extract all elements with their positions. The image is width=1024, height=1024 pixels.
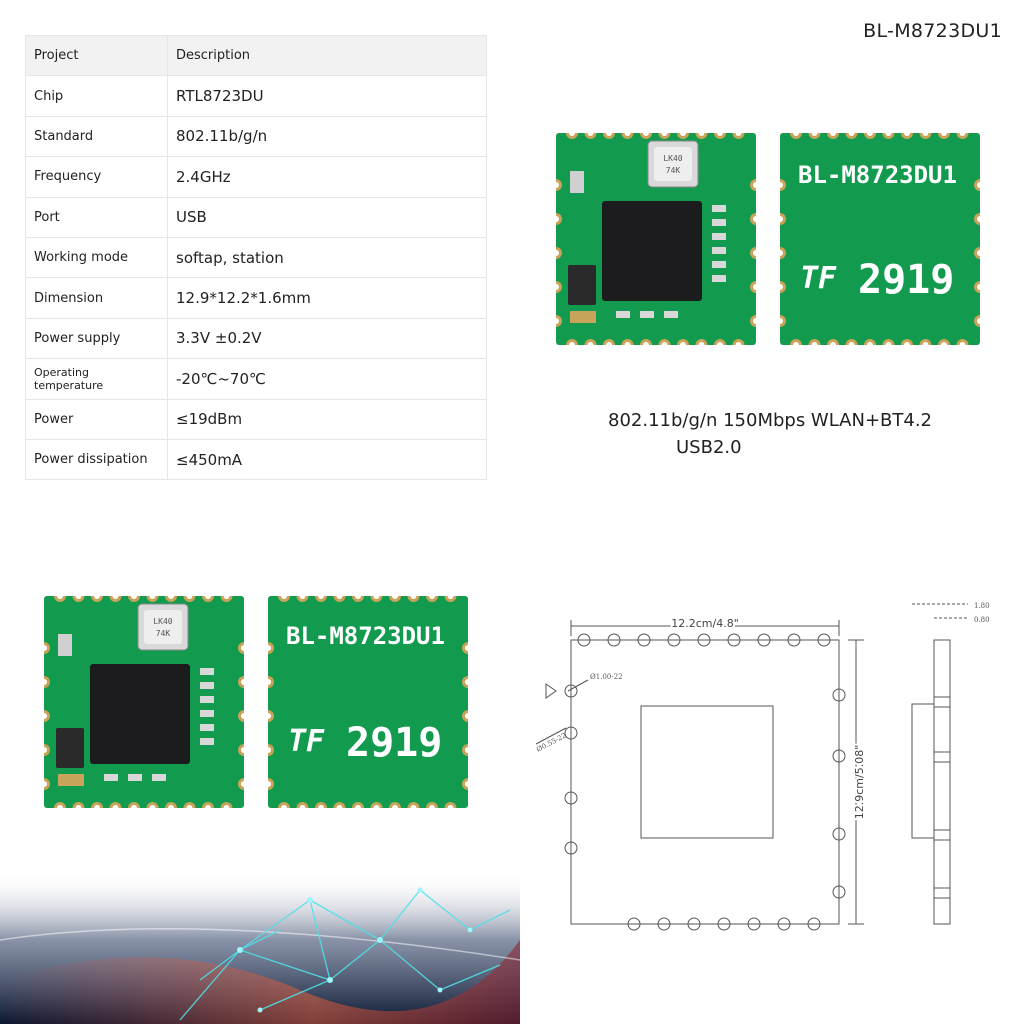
red-wave [0, 940, 520, 1024]
edge-pads [556, 133, 756, 345]
thickness-label-2: 0.80 [974, 616, 990, 624]
module-front-photo: LK40 74K [556, 133, 756, 345]
caption-line-2: USB2.0 [676, 437, 742, 458]
crystal-marking-1: LK40 [663, 154, 682, 163]
pcb-board [268, 596, 468, 808]
row-value: 3.3V ±0.2V [167, 318, 487, 360]
edge-pads [268, 596, 468, 808]
thickness-label-1: 1.80 [974, 602, 990, 610]
pad-label-2: Ø0.55-22 [535, 731, 568, 753]
pcb-board [780, 133, 980, 345]
row-value: RTL8723DU [167, 75, 487, 117]
row-label: Dimension [25, 277, 168, 319]
silkscreen-code: 2919 [858, 257, 954, 303]
rtl-chip [90, 664, 190, 764]
crystal-top [654, 147, 692, 181]
module-front-photo-large: LK40 74K [44, 596, 244, 808]
tf-logo: TF [800, 261, 837, 296]
row-value: ≤19dBm [167, 399, 487, 440]
smd-part [58, 774, 84, 786]
network-nodes [237, 887, 473, 1013]
silkscreen-model: BL-M8723DU1 [798, 161, 957, 189]
row-value: USB [167, 197, 487, 238]
capacitor [570, 171, 584, 193]
network-graphic [0, 870, 520, 1024]
rtl-chip [602, 201, 702, 301]
module-outline [570, 639, 840, 925]
chip-outline [640, 705, 774, 839]
side-view-body [933, 639, 951, 925]
row-value: softap, station [167, 237, 487, 279]
row-label: Operating temperature [25, 358, 168, 400]
row-label: Power [25, 399, 168, 440]
table-row: Power dissipation≤450mA [25, 439, 487, 481]
row-value: 2.4GHz [167, 156, 487, 198]
row-value: 802.11b/g/n [167, 116, 487, 158]
side-view-chip [911, 703, 935, 839]
row-label: Frequency [25, 156, 168, 198]
pin1-marker-icon [545, 683, 557, 699]
inductor [56, 728, 84, 768]
row-label: Port [25, 197, 168, 238]
passive-components [104, 668, 214, 781]
feature-caption: 802.11b/g/n 150Mbps WLAN+BT4.2 USB2.0 [560, 407, 980, 461]
crystal-marking-2: 74K [156, 629, 171, 638]
table-row: Power≤19dBm [25, 399, 487, 440]
table-row: Operating temperature-20℃~70℃ [25, 358, 487, 400]
silkscreen-code: 2919 [346, 720, 442, 766]
row-label: Standard [25, 116, 168, 158]
column-header-project: Project [25, 34, 168, 77]
row-label: Chip [25, 75, 168, 117]
crystal-top [144, 610, 182, 644]
decorative-banner [0, 870, 520, 1024]
tf-logo: TF [288, 724, 325, 759]
top-castellations [577, 633, 831, 647]
side-view-pads [934, 696, 950, 899]
inductor [568, 265, 596, 305]
row-label: Power dissipation [25, 439, 168, 481]
caption-line-1: 802.11b/g/n 150Mbps WLAN+BT4.2 [608, 410, 932, 431]
row-label: Working mode [25, 237, 168, 279]
column-header-description: Description [167, 34, 487, 77]
crystal-marking-2: 74K [666, 166, 681, 175]
row-label: Power supply [25, 318, 168, 360]
row-value: ≤450mA [167, 439, 487, 481]
width-label: 12.2cm/4.8" [671, 617, 739, 630]
bottom-castellations [627, 917, 821, 931]
row-value: -20℃~70℃ [167, 358, 487, 400]
pad-label-1: Ø1.00-22 [590, 673, 623, 681]
height-label: 12.9cm/5.08" [853, 745, 866, 820]
dimension-drawing: 12.2cm/4.8" 12.9cm/5.08" Ø1.00-22 Ø0.55-… [535, 602, 990, 931]
light-streak [0, 928, 520, 961]
left-castellations [564, 684, 578, 855]
table-header-row: Project Description [25, 34, 487, 77]
model-title: BL-M8723DU1 [863, 20, 1002, 42]
smd-part [570, 311, 596, 323]
edge-pads [44, 596, 244, 808]
row-value: 12.9*12.2*1.6mm [167, 277, 487, 319]
silkscreen-model: BL-M8723DU1 [286, 622, 445, 650]
capacitor [58, 634, 72, 656]
right-castellations [832, 688, 846, 899]
module-back-photo-large: BL-M8723DU1 TF 2919 [268, 596, 468, 808]
edge-pads [780, 133, 980, 345]
crystal-marking-1: LK40 [153, 617, 172, 626]
module-back-photo: BL-M8723DU1 TF 2919 [780, 133, 980, 345]
passive-components [616, 205, 726, 318]
